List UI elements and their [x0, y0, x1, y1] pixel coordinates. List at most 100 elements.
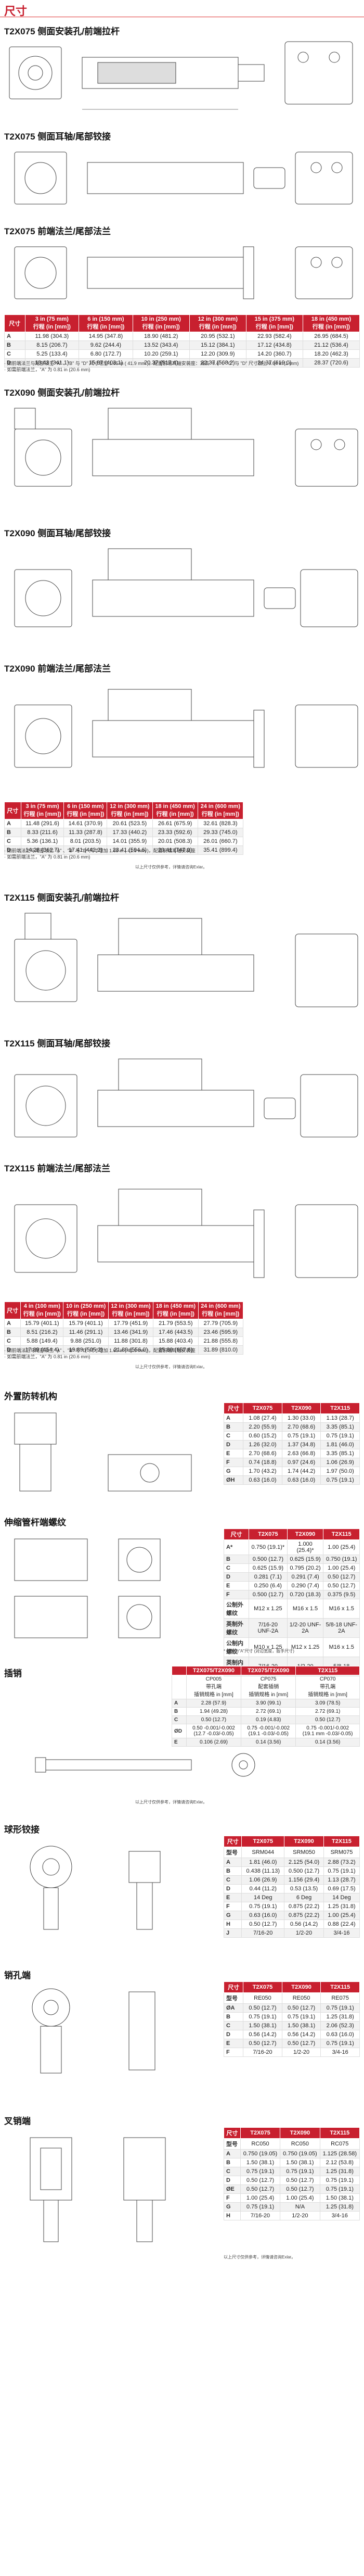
table-cell: 0.625 (15.9)	[249, 1563, 288, 1573]
table-header: 3 in (75 mm) 行程 (in [mm])	[20, 802, 64, 819]
row-key: E	[223, 1893, 242, 1902]
table-cell: 1.30 (33.0)	[281, 1413, 321, 1423]
table-cell: 0.69 (17.5)	[323, 1884, 360, 1893]
table-cell: 1.94 (49.28)	[186, 1707, 242, 1716]
table-cell: 0.750 (19.1)*	[249, 1539, 288, 1555]
row-key: E	[172, 1738, 187, 1747]
table-cell: 7/16-20 UNF-2A	[249, 1618, 288, 1638]
page-title: 尺寸	[4, 5, 28, 18]
table-header: 12 in (300 mm) 行程 (in [mm])	[189, 314, 246, 332]
table-header: 尺寸	[224, 2127, 241, 2139]
table-cell: 1/2-20	[281, 2048, 321, 2057]
table-cell: 2.28 (57.9)	[186, 1699, 242, 1708]
table-cell: RC075	[319, 2138, 360, 2150]
table-cell: 0.50 (12.7)	[280, 2184, 320, 2194]
table-cell: 0.75 (19.1)	[320, 1475, 360, 1485]
table-cell: 17.46 (443.5)	[153, 1328, 199, 1337]
table-header: T2X115	[319, 2127, 360, 2139]
table-header: 18 in (450 mm) 行程 (in [mm])	[153, 1302, 199, 1319]
row-key: G	[223, 1467, 244, 1476]
table-cell: 20.95 (532.1)	[189, 332, 246, 341]
table-cell: 14.20 (360.7)	[245, 349, 303, 359]
table-header: 24 in (600 mm) 行程 (in [mm])	[197, 802, 244, 819]
table-cell: 3.09 (78.5)	[295, 1699, 360, 1708]
table-cell: 1.00 (25.4)	[240, 2193, 281, 2203]
table-cell: 0.250 (6.4)	[249, 1581, 288, 1590]
drawing-rod-eye	[4, 1981, 212, 2080]
row-key: E	[223, 1581, 250, 1590]
row-key: C	[223, 1875, 242, 1885]
table-cell: 17.79 (451.9)	[108, 1319, 154, 1328]
section-title-t2x075-ear: T2X075 侧面耳轴/尾部铰接	[4, 132, 111, 142]
table-cell: 7/16-20	[240, 2211, 281, 2220]
section-title-t2x075-side: T2X075 侧面安装孔/前端拉杆	[4, 27, 120, 36]
row-key: G	[223, 1911, 242, 1920]
table-cell: 2.72 (69.1)	[241, 1707, 296, 1716]
drawing-t2x090-flange	[4, 674, 360, 793]
table-cell: 1.50 (38.1)	[243, 2021, 282, 2030]
row-key: F	[223, 1902, 242, 1911]
table-header: T2X075	[240, 2127, 281, 2139]
table-cell: 0.50 (12.7)	[243, 2039, 282, 2048]
table-header: 尺寸	[223, 1403, 244, 1414]
units-note-3: 以上尺寸仅供参考，详情请咨询Exlar。	[135, 1800, 207, 1804]
row-key: A	[223, 1413, 244, 1423]
section-title-t2x090-flange: T2X090 前端法兰/尾部法兰	[4, 664, 111, 674]
table-note-t2x090-1: · 如前端法兰与尾部法兰 "A" 、"B" 与 "D" 尺寸增加 1.65 in…	[4, 848, 196, 853]
drawing-rod-end-thread	[4, 1529, 212, 1648]
table-note-t2x090-2: · 如需前端法兰，"A" 为 0.81 in (20.6 mm)	[4, 854, 90, 860]
table-cell: 0.438 (11.13)	[241, 1866, 285, 1876]
row-key: C	[224, 2167, 241, 2176]
table-cell: M12 x 1.25	[249, 1599, 288, 1619]
table-cell: 21.79 (553.5)	[153, 1319, 199, 1328]
table-cell: 11.46 (291.1)	[63, 1328, 109, 1337]
table-cell: 0.75 -0.001/-0.002 (19.1 mm -0.03/-0.05)	[295, 1724, 360, 1738]
table-cell: 0.50 (12.7)	[186, 1715, 242, 1724]
row-key: E	[223, 2039, 244, 2048]
row-key: B	[4, 1328, 21, 1337]
table-cell: 21.89 (556.0)	[108, 1345, 154, 1355]
row-key: B	[223, 2012, 244, 2022]
table-header: T2X115	[320, 1403, 360, 1414]
table-cell: 0.75 (19.1)	[319, 2176, 360, 2185]
table-note-t2x115-2: · 如需前端法兰，"A" 为 0.81 in (20.6 mm)	[4, 1354, 90, 1359]
row-key: D	[223, 1572, 250, 1582]
table-header: 尺寸	[4, 314, 25, 332]
table-cell: 8.33 (211.6)	[20, 828, 64, 837]
table-header: T2X115	[323, 1529, 360, 1540]
table-cell: 1/2-20 UNF-2A	[287, 1618, 324, 1638]
units-note-4: 以上尺寸仅供参考，详情请咨询Exlar。	[224, 2255, 296, 2259]
table-cell: 0.75 (19.1)	[240, 2202, 281, 2212]
table-cell: 0.281 (7.1)	[249, 1572, 288, 1582]
table-header: T2X075/T2X090	[186, 1666, 242, 1675]
table-cell: 1.08 (27.4)	[243, 1413, 282, 1423]
drawing-spherical	[4, 1836, 212, 1940]
table-cell: M16 x 1.5	[287, 1599, 324, 1619]
table-cell: 0.500 (12.7)	[249, 1555, 288, 1564]
table-cell: 3.35 (85.1)	[320, 1422, 360, 1432]
table-cell: 1.25 (31.8)	[320, 2012, 360, 2022]
table-cell: 0.88 (22.4)	[323, 1920, 360, 1929]
table-cell: 17.89 (454.4)	[20, 1345, 64, 1355]
table-cell: 3.35 (85.1)	[320, 1449, 360, 1458]
table-cell: 14.01 (355.9)	[107, 837, 153, 846]
table-cell: 28.37 (720.6)	[302, 358, 360, 368]
table-cell: 29.33 (745.0)	[197, 828, 244, 837]
table-header: T2X090	[287, 1529, 324, 1540]
table-cell: 32.61 (828.3)	[197, 819, 244, 828]
row-key: H	[224, 2211, 241, 2220]
section-title-t2x090-side: T2X090 侧面安装孔/前端拉杆	[4, 388, 120, 398]
table-cell: 24.37 (619.0)	[245, 358, 303, 368]
row-key: D	[4, 1345, 21, 1355]
